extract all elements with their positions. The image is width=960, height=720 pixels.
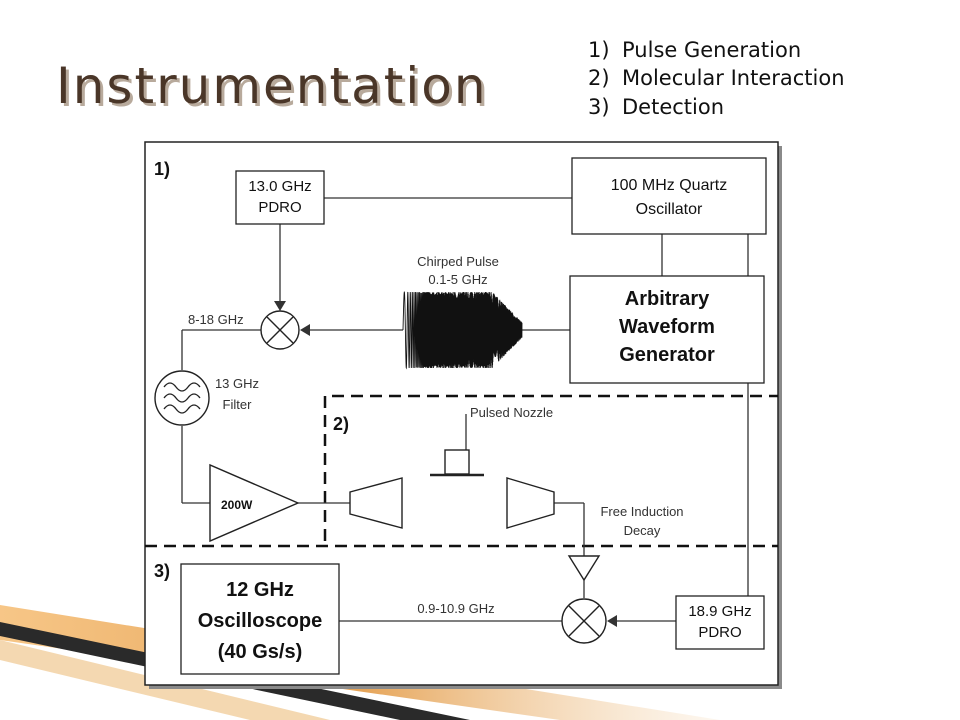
pdro-13-line1: 13.0 GHz bbox=[248, 178, 311, 195]
chirp-label-1: Chirped Pulse bbox=[417, 254, 499, 269]
outline-list: 1) Pulse Generation 2) Molecular Interac… bbox=[588, 38, 845, 119]
pdro-18-line1: 18.9 GHz bbox=[688, 603, 751, 620]
awg-line3: Generator bbox=[619, 344, 715, 366]
section-label-3: 3) bbox=[154, 561, 170, 581]
chirped-pulse-waveform bbox=[402, 291, 523, 370]
awg-line2: Waveform bbox=[619, 316, 715, 338]
pdro-13-line2: PDRO bbox=[258, 199, 301, 216]
chirp-trace bbox=[402, 291, 523, 370]
chirp-label-2: 0.1-5 GHz bbox=[428, 272, 487, 287]
pdro-18-line2: PDRO bbox=[698, 624, 741, 641]
transmit-horn-icon bbox=[349, 477, 403, 529]
amplifier-label: 200W bbox=[221, 498, 253, 512]
list-item-2: Molecular Interaction bbox=[622, 66, 845, 90]
band-label: 8-18 GHz bbox=[188, 312, 244, 327]
amplifier-icon bbox=[209, 463, 300, 543]
list-item-3: Detection bbox=[622, 95, 724, 119]
svg-text:Instrumentation: Instrumentation bbox=[59, 60, 491, 118]
fid-label-1: Free Induction bbox=[600, 504, 683, 519]
receive-horn-icon bbox=[506, 477, 555, 529]
awg-line1: Arbitrary bbox=[625, 288, 710, 310]
list-num-3: 3) bbox=[588, 95, 610, 119]
scope-line3: (40 Gs/s) bbox=[218, 641, 302, 663]
mixer-upper-icon bbox=[260, 310, 300, 350]
awg-block: Arbitrary Waveform Generator bbox=[569, 275, 765, 384]
section-label-1: 1) bbox=[154, 159, 170, 179]
quartz-oscillator-block: 100 MHz Quartz Oscillator bbox=[571, 157, 767, 235]
pdro-13-block: 13.0 GHz PDRO bbox=[235, 170, 325, 225]
mixer-lower-icon bbox=[561, 598, 607, 644]
filter-label-2: Filter bbox=[223, 397, 253, 412]
pulsed-nozzle-icon bbox=[430, 414, 484, 477]
slide-title: Instrumentation Instrumentation bbox=[56, 57, 491, 118]
quartz-line1: 100 MHz Quartz bbox=[611, 177, 727, 194]
filter-icon bbox=[154, 370, 210, 426]
signal-lines bbox=[181, 197, 749, 627]
oscilloscope-block: 12 GHz Oscilloscope (40 Gs/s) bbox=[180, 563, 340, 675]
lna-icon bbox=[567, 555, 601, 582]
nozzle-label: Pulsed Nozzle bbox=[470, 405, 553, 420]
filter-label-1: 13 GHz bbox=[215, 376, 259, 391]
downmix-label: 0.9-10.9 GHz bbox=[417, 601, 494, 616]
fid-label-2: Decay bbox=[624, 523, 661, 538]
quartz-line2: Oscillator bbox=[636, 201, 703, 218]
list-num-2: 2) bbox=[588, 66, 610, 90]
scope-line2: Oscilloscope bbox=[198, 610, 323, 632]
list-num-1: 1) bbox=[588, 38, 610, 62]
section-dividers bbox=[145, 394, 778, 548]
list-item-1: Pulse Generation bbox=[622, 38, 801, 62]
pdro-18-block: 18.9 GHz PDRO bbox=[675, 595, 765, 650]
section-label-2: 2) bbox=[333, 414, 349, 434]
title-text: Instrumentation bbox=[56, 57, 488, 115]
scope-line1: 12 GHz bbox=[226, 579, 294, 601]
